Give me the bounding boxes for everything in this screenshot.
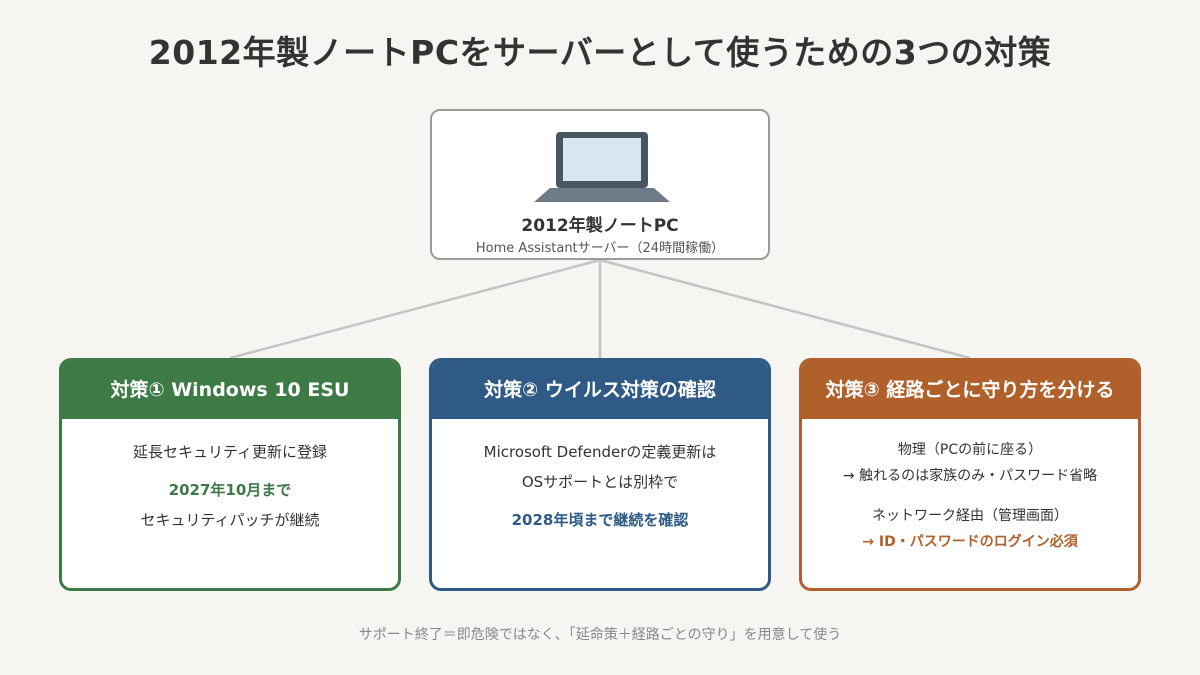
card-esu: 対策① Windows 10 ESU 延長セキュリティ更新に登録 2027年10… bbox=[59, 358, 401, 591]
card-antivirus-header: 対策② ウイルス対策の確認 bbox=[432, 361, 768, 419]
card-antivirus-body: Microsoft Defenderの定義更新は OSサポートとは別枠で 202… bbox=[432, 419, 768, 535]
center-node-subtitle: Home Assistantサーバー（24時間稼働） bbox=[475, 241, 725, 256]
connector-line-left bbox=[229, 258, 601, 360]
laptop-icon bbox=[534, 132, 670, 202]
card-esu-header: 対策① Windows 10 ESU bbox=[62, 361, 398, 419]
card-antivirus-line1: Microsoft Defenderの定義更新は bbox=[483, 443, 717, 461]
card-esu-line1: 延長セキュリティ更新に登録 bbox=[132, 443, 328, 461]
card-access-paths: 対策③ 経路ごとに守り方を分ける 物理（PCの前に座る） → 触れるのは家族のみ… bbox=[799, 358, 1141, 591]
connector-line-right bbox=[599, 258, 971, 360]
card-access-paths-highlight: → ID・パスワードのログイン必須 bbox=[862, 534, 1078, 550]
center-node: 2012年製ノートPC Home Assistantサーバー（24時間稼働） bbox=[430, 109, 770, 260]
center-node-title: 2012年製ノートPC bbox=[521, 216, 679, 236]
card-esu-highlight: 2027年10月まで bbox=[168, 481, 292, 499]
card-access-paths-line2: → 触れるのは家族のみ・パスワード省略 bbox=[842, 468, 1098, 484]
card-antivirus-highlight: 2028年頃まで継続を確認 bbox=[511, 511, 689, 529]
card-esu-body: 延長セキュリティ更新に登録 2027年10月まで セキュリティパッチが継続 bbox=[62, 419, 398, 535]
card-access-paths-line3: ネットワーク経由（管理画面） bbox=[872, 508, 1068, 524]
card-access-paths-body: 物理（PCの前に座る） → 触れるのは家族のみ・パスワード省略 ネットワーク経由… bbox=[802, 419, 1138, 555]
card-access-paths-header: 対策③ 経路ごとに守り方を分ける bbox=[802, 361, 1138, 419]
diagram-title: 2012年製ノートPCをサーバーとして使うための3つの対策 bbox=[148, 33, 1052, 72]
card-antivirus: 対策② ウイルス対策の確認 Microsoft Defenderの定義更新は O… bbox=[429, 358, 771, 591]
card-access-paths-line1: 物理（PCの前に座る） bbox=[897, 442, 1043, 458]
card-antivirus-line2: OSサポートとは別枠で bbox=[521, 473, 679, 491]
footer-note: サポート終了＝即危険ではなく、「延命策＋経路ごとの守り」を用意して使う bbox=[358, 627, 842, 643]
card-esu-line2: セキュリティパッチが継続 bbox=[140, 511, 320, 529]
